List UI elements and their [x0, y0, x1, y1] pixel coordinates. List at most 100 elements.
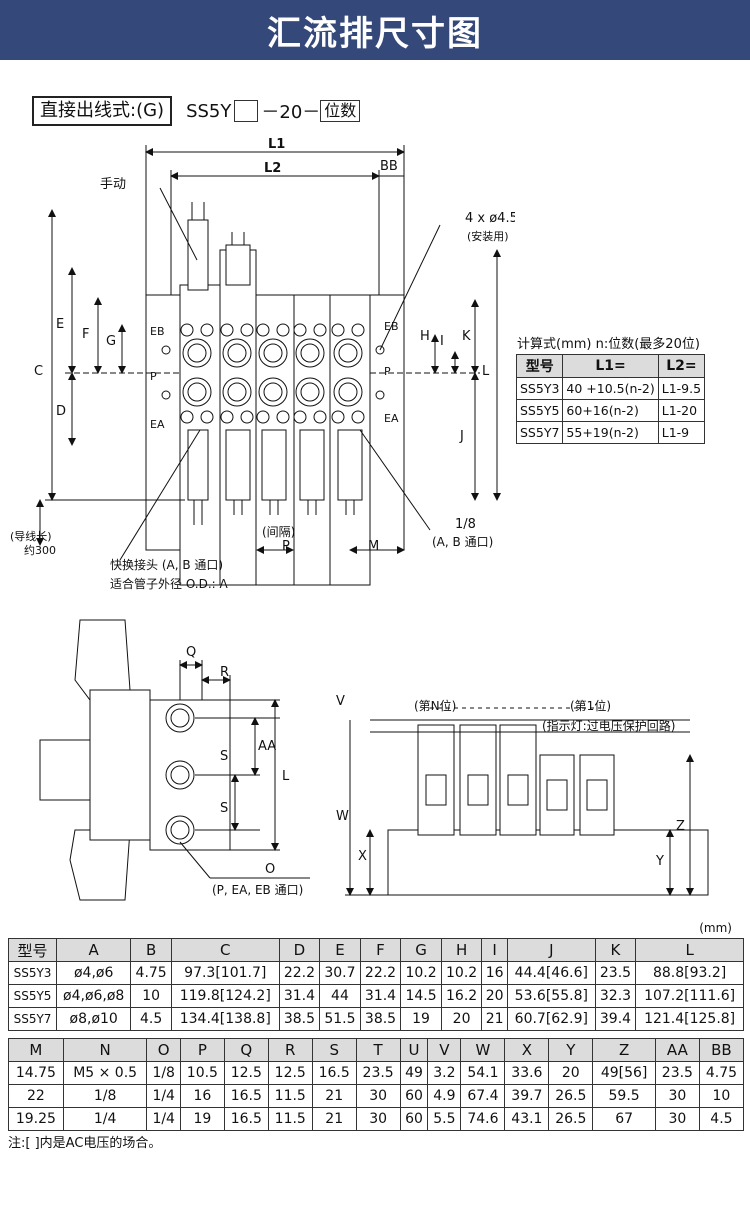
table-cell: 4.5 [130, 1007, 172, 1031]
table-cell: 3.2 [427, 1061, 462, 1085]
table-cell: 10 [130, 984, 172, 1008]
column-header: P [179, 1038, 225, 1062]
calc-cell: 60+16(n-2) [562, 399, 659, 422]
table-cell: 19 [179, 1107, 225, 1131]
calc-col-header: L1= [562, 354, 659, 378]
column-header: B [130, 938, 172, 962]
table-cell: 10.2 [440, 961, 483, 985]
table-cell: 39.7 [504, 1084, 550, 1108]
table-cell: 19 [400, 1007, 442, 1031]
table-cell: 60 [399, 1107, 429, 1131]
mount-holes-note: (安装用) [467, 229, 509, 243]
calc-cell: SS5Y3 [515, 377, 564, 400]
table-cell: 10 [698, 1084, 745, 1108]
column-header: V [427, 1038, 462, 1062]
table-cell: 54.1 [460, 1061, 506, 1085]
table-cell: 21 [481, 1007, 508, 1031]
table-cell: 44.4[46.6] [506, 961, 596, 985]
column-header: R [267, 1038, 313, 1062]
model-type-tag: 直接出线式:(G) [32, 96, 173, 126]
calc-title: 计算式(mm) n:位数(最多20位) [517, 337, 700, 352]
column-header: K [594, 938, 637, 962]
table-cell: 16.5 [311, 1061, 357, 1085]
port-EA-label-left: EA [150, 418, 165, 431]
table-cell: 119.8[124.2] [170, 984, 280, 1008]
column-header: X [504, 1038, 550, 1062]
column-header: L [635, 938, 744, 962]
table-cell: 60.7[62.9] [506, 1007, 596, 1031]
table-cell: 44 [319, 984, 361, 1008]
table-cell: 30 [355, 1107, 401, 1131]
dim-P-label: P [282, 539, 290, 554]
column-header: D [278, 938, 321, 962]
column-header: O [146, 1038, 181, 1062]
table-cell: 14.75 [8, 1061, 64, 1085]
station-n-label: (第N位) [414, 698, 456, 713]
title-banner: 汇流排尺寸图 [0, 0, 750, 60]
dim-O-label: O [265, 862, 275, 877]
table-cell: 88.8[93.2] [635, 961, 744, 985]
table-cell: 121.4[125.8] [635, 1007, 744, 1031]
calc-cell: SS5Y7 [515, 421, 564, 444]
table-cell: 30 [355, 1084, 401, 1108]
dim-K-label: K [462, 329, 471, 344]
table-cell: 22.2 [359, 961, 402, 985]
table-cell: 23.5 [355, 1061, 401, 1085]
table-cell: SS5Y7 [7, 1007, 58, 1031]
table-cell: M5 × 0.5 [62, 1061, 148, 1085]
table-row: SS5Y3 40 +10.5(n-2) L1-9.5 [515, 377, 706, 400]
calc-cell: L1-9.5 [657, 377, 706, 400]
table-cell: 39.4 [594, 1007, 637, 1031]
table-cell: 49 [399, 1061, 429, 1085]
table-cell: 20 [440, 1007, 483, 1031]
table-cell: 10.2 [400, 961, 442, 985]
table-cell: 26.5 [548, 1084, 594, 1108]
calc-cell: 40 +10.5(n-2) [562, 377, 659, 400]
calc-cell: 55+19(n-2) [562, 421, 659, 444]
table-cell: 12.5 [267, 1061, 313, 1085]
thread-ports-label: (A, B 通口) [432, 535, 493, 549]
manual-label: 手动 [100, 177, 126, 192]
station-1-label: (第1位) [570, 698, 611, 713]
dim-Z-label: Z [676, 819, 685, 834]
dim-I-label: I [440, 334, 444, 349]
table-cell: 30 [654, 1084, 700, 1108]
calc-cell: SS5Y5 [515, 399, 564, 422]
table-cell: 31.4 [278, 984, 321, 1008]
calc-table: 型号 L1= L2= SS5Y3 40 +10.5(n-2) L1-9.5 SS… [515, 354, 706, 444]
dim-D-label: D [56, 404, 66, 419]
side-view-drawing: Q R AA S S L O (P, EA, EB 通口) [39, 619, 310, 901]
table-cell: 97.3[101.7] [170, 961, 280, 985]
footnote: 注:[ ]内是AC电压的场合。 [8, 1136, 162, 1151]
calc-cell: L1-20 [657, 399, 706, 422]
table-cell: 4.75 [698, 1061, 745, 1085]
table-cell: 67.4 [460, 1084, 506, 1108]
column-header: Z [592, 1038, 656, 1062]
table-cell: 4.5 [698, 1107, 745, 1131]
table-cell: 60 [399, 1084, 429, 1108]
dim-L-side-label: L [282, 769, 290, 784]
dim-M-label: M [368, 539, 379, 554]
calc-cell: L1-9 [657, 421, 706, 444]
page-title: 汇流排尺寸图 [267, 13, 483, 54]
table-cell: 21 [311, 1107, 357, 1131]
table-cell: 38.5 [359, 1007, 402, 1031]
table-cell: 49[56] [592, 1061, 656, 1085]
column-header: H [440, 938, 483, 962]
column-header: 型号 [7, 938, 58, 962]
table-cell: 22 [8, 1084, 64, 1108]
model-code-mid: －20－ [261, 102, 321, 123]
table-cell: 11.5 [267, 1107, 313, 1131]
table-cell: 26.5 [548, 1107, 594, 1131]
table-cell: 43.1 [504, 1107, 550, 1131]
table-row: SS5Y7 55+19(n-2) L1-9 [515, 421, 706, 444]
table-cell: 16 [179, 1084, 225, 1108]
calc-col-header: L2= [657, 354, 706, 378]
table-cell: SS5Y3 [7, 961, 58, 985]
table-cell: ø4,ø6,ø8 [56, 984, 132, 1008]
